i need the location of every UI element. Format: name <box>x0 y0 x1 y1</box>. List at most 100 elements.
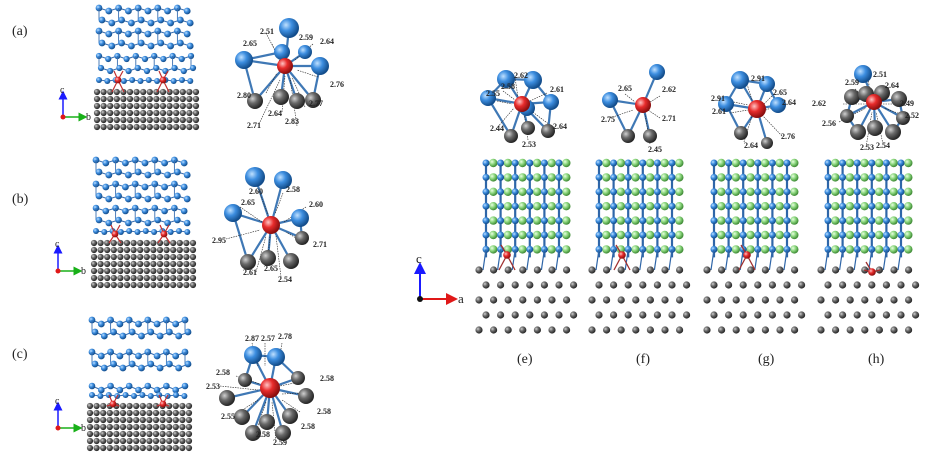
blue-atom <box>725 159 733 167</box>
gray-atom <box>137 281 144 289</box>
gray-atom <box>776 266 784 274</box>
gray-atom <box>113 430 120 438</box>
gray-atom <box>159 423 166 431</box>
gray-atom <box>90 260 98 268</box>
gray-atom <box>189 281 197 289</box>
green-atom <box>518 173 527 182</box>
blue-atom <box>124 7 132 15</box>
gray-atom <box>283 253 299 269</box>
blue-atom <box>725 231 733 239</box>
blue-atom <box>839 159 847 167</box>
blue-atom <box>183 171 191 179</box>
gray-atom <box>152 430 160 438</box>
blue-atom <box>154 192 162 200</box>
green-atom <box>631 216 640 225</box>
gray-atom <box>86 430 94 438</box>
gray-atom <box>661 266 669 274</box>
gray-atom <box>107 109 114 117</box>
gray-atom <box>123 274 131 282</box>
red-atom <box>866 94 882 110</box>
gray-atom <box>93 95 101 103</box>
gray-atom <box>93 109 101 117</box>
gray-atom <box>639 281 647 289</box>
blue-atom <box>710 159 718 167</box>
blue-atom <box>482 173 490 181</box>
gray-atom <box>120 116 127 124</box>
gray-atom <box>117 267 124 275</box>
gray-atom <box>156 253 164 261</box>
gray-atom <box>533 326 542 334</box>
gray-atom <box>113 444 120 452</box>
gray-atom <box>295 231 309 245</box>
gray-atom <box>113 409 120 417</box>
blue-atom <box>134 216 142 224</box>
gray-atom <box>90 253 98 261</box>
gray-atom <box>676 296 684 304</box>
blue-atom <box>524 71 542 89</box>
blue-atom <box>595 159 603 167</box>
blue-atom <box>157 16 165 24</box>
bond-length-label: 2.61 <box>243 268 257 277</box>
blue-atom <box>482 202 490 210</box>
gray-atom <box>176 274 183 282</box>
bond-length-label: 2.59 <box>299 33 313 42</box>
leader-line <box>258 79 281 125</box>
blue-atom <box>117 229 124 235</box>
gray-atom <box>159 102 167 110</box>
blue-atom <box>853 159 861 167</box>
gray-atom <box>791 296 799 304</box>
green-atom <box>489 187 498 196</box>
gray-atom <box>176 267 183 275</box>
gray-atom <box>130 267 137 275</box>
blue-atom <box>124 195 132 203</box>
gray-atom <box>133 402 140 410</box>
blue-atom <box>718 96 734 112</box>
blue-atom <box>291 209 309 227</box>
gray-atom <box>824 281 832 289</box>
blue-atom <box>555 202 563 210</box>
bond-length-label: 2.64 <box>268 109 282 118</box>
blue-atom <box>882 217 890 225</box>
gray-atom <box>186 109 193 117</box>
gray-atom <box>146 109 153 117</box>
blue-atom <box>897 159 905 167</box>
bond-length-label: 2.58 <box>286 185 300 194</box>
gray-atom <box>761 326 770 334</box>
gray-atom <box>146 116 153 124</box>
blue-atom <box>497 70 515 88</box>
bond <box>668 249 673 271</box>
red-atom <box>868 268 876 276</box>
gray-atom <box>93 123 101 131</box>
gray-atom <box>133 116 140 124</box>
blue-atom <box>122 159 129 167</box>
blue-atom <box>172 386 179 394</box>
blue-atom <box>124 30 132 38</box>
blue-atom <box>639 159 647 167</box>
blue-atom <box>555 173 563 181</box>
gray-atom <box>643 129 657 143</box>
gray-atom <box>482 281 490 289</box>
blue-atom <box>135 352 142 360</box>
blue-atom <box>147 19 155 27</box>
bond-length-label: 2.64 <box>782 98 796 107</box>
gray-atom <box>890 326 898 334</box>
gray-atom <box>163 260 170 268</box>
blue-atom <box>526 173 534 181</box>
gray-atom <box>106 423 113 431</box>
gray-atom <box>189 274 197 282</box>
blue-atom <box>102 207 110 215</box>
gray-atom <box>159 116 167 124</box>
gray-atom <box>526 281 534 289</box>
gray-atom <box>798 281 806 289</box>
red-atom <box>111 230 119 238</box>
blue-atom <box>653 173 661 181</box>
blue-atom <box>170 78 177 84</box>
blue-atom <box>91 328 99 336</box>
slab-structure-b <box>90 156 197 289</box>
gray-atom <box>153 116 160 124</box>
blue-atom <box>137 39 145 47</box>
red-atom <box>748 100 766 118</box>
blue-atom <box>595 173 603 181</box>
blue-atom <box>653 217 661 225</box>
blue-atom <box>739 202 747 210</box>
